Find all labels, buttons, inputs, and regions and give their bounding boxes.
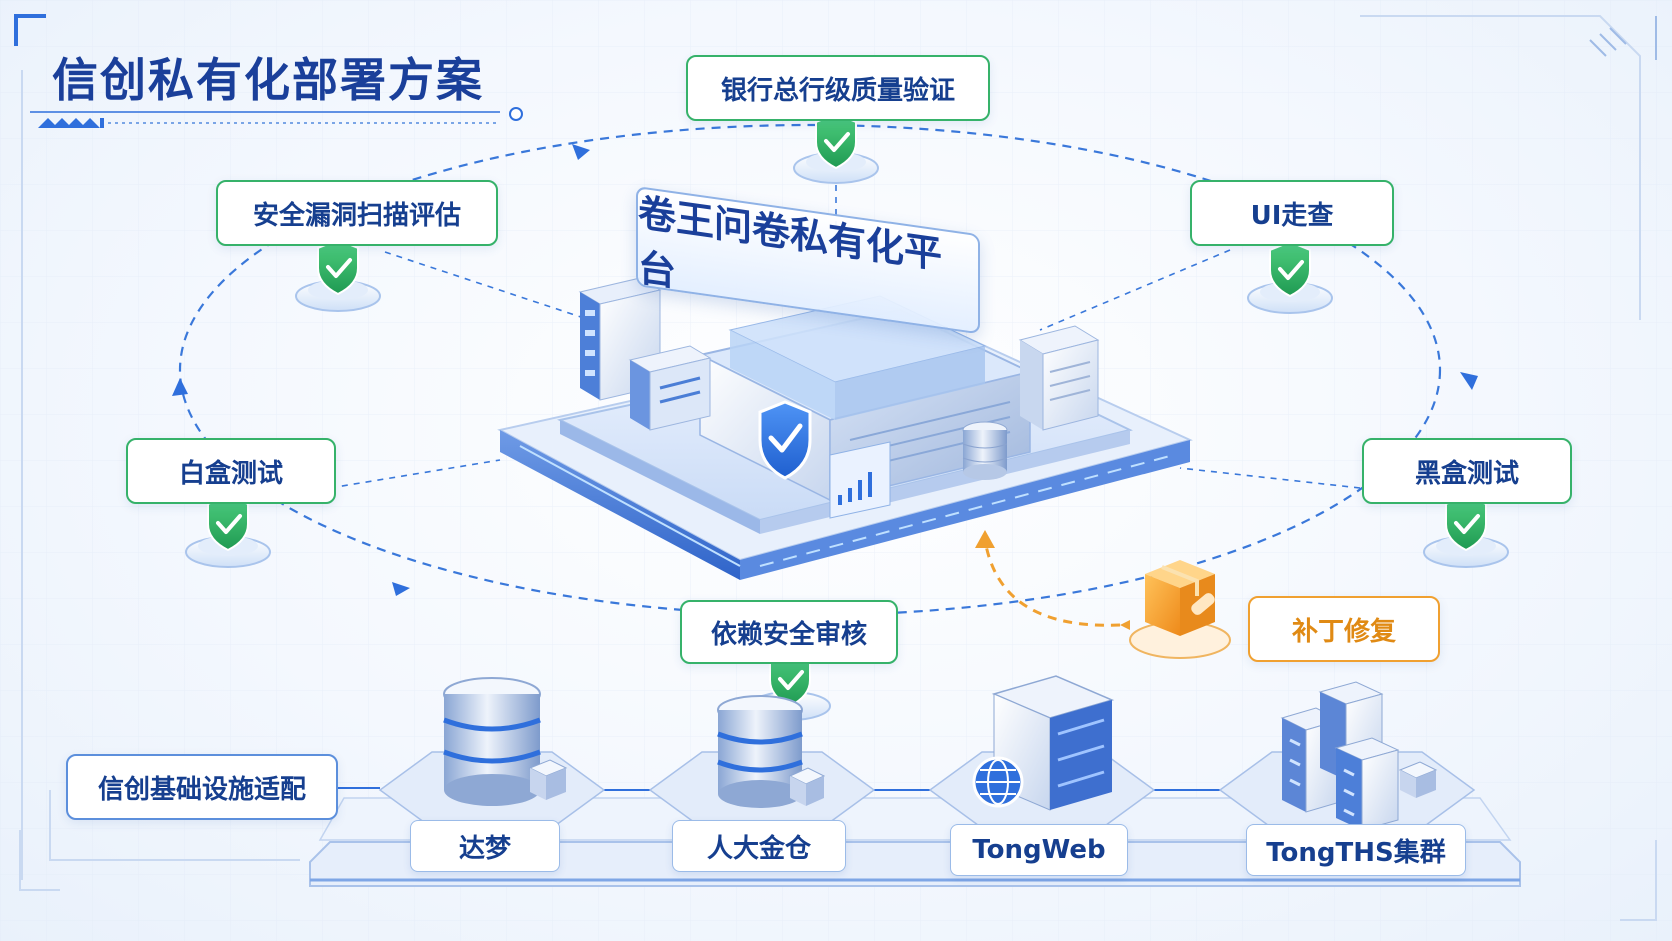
check-badge-vuln	[295, 238, 381, 312]
node-blackbox-test: 黑盒测试	[1362, 438, 1572, 504]
node-ui-review: UI走查	[1190, 180, 1394, 246]
tongths-cluster-icon	[1280, 681, 1438, 831]
component-tongweb: TongWeb	[950, 824, 1128, 876]
component-label: TongWeb	[972, 835, 1106, 865]
check-badge-whitebox	[185, 494, 271, 568]
node-bank-verification: 银行总行级质量验证	[686, 55, 990, 121]
node-label: 白盒测试	[178, 458, 283, 489]
component-dameng: 达梦	[410, 820, 560, 872]
tongweb-server-icon	[972, 675, 1115, 811]
check-badge-ui	[1247, 240, 1333, 314]
kingbase-database-icon	[717, 695, 826, 808]
component-label: 达梦	[458, 833, 511, 864]
node-whitebox-test: 白盒测试	[126, 438, 336, 504]
component-label: 人大金仓	[706, 833, 811, 864]
node-label: 补丁修复	[1291, 616, 1396, 647]
component-label: TongTHS集群	[1266, 837, 1446, 868]
node-vuln-scan: 安全漏洞扫描评估	[216, 180, 498, 246]
node-dependency-audit: 依赖安全审核	[680, 600, 898, 664]
node-label: 黑盒测试	[1414, 458, 1519, 489]
component-kingbase: 人大金仓	[672, 820, 846, 872]
node-label: 信创基础设施适配	[97, 774, 306, 805]
component-tongths: TongTHS集群	[1246, 824, 1466, 876]
dameng-database-icon	[443, 677, 568, 806]
node-label: 安全漏洞扫描评估	[252, 200, 461, 231]
node-label: UI走查	[1250, 200, 1334, 231]
check-badge-blackbox	[1423, 494, 1509, 568]
node-label: 依赖安全审核	[710, 619, 867, 650]
patch-package-icon	[1129, 560, 1231, 659]
node-patch-fix: 补丁修复	[1248, 596, 1440, 662]
check-badge-bank	[793, 112, 879, 184]
node-label: 银行总行级质量验证	[720, 75, 955, 106]
infrastructure-label: 信创基础设施适配	[66, 754, 338, 820]
page-title: 信创私有化部署方案	[52, 53, 484, 107]
